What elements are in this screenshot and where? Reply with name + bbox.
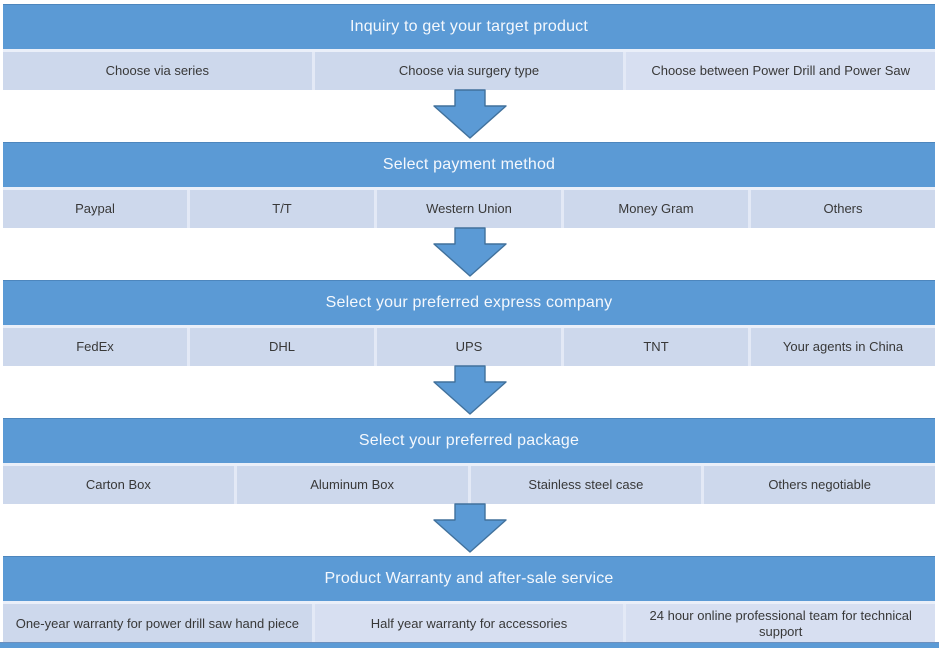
option-cell: T/T: [190, 190, 374, 228]
section-options-row: Paypal T/T Western Union Money Gram Othe…: [3, 187, 935, 228]
flow-connector: [0, 227, 939, 280]
option-cell: DHL: [190, 328, 374, 366]
option-cell: TNT: [564, 328, 748, 366]
section-title: Product Warranty and after-sale service: [3, 556, 935, 601]
option-cell: Choose via surgery type: [314, 52, 624, 90]
flow-connector: [0, 503, 939, 556]
option-cell: Half year warranty for accessories: [314, 604, 624, 644]
option-cell: Others negotiable: [704, 466, 935, 504]
option-cell: Your agents in China: [751, 328, 935, 366]
option-cell: Paypal: [3, 190, 187, 228]
section-options-row: Carton Box Aluminum Box Stainless steel …: [3, 463, 935, 504]
option-cell: 24 hour online professional team for tec…: [626, 604, 936, 644]
section-warranty: Product Warranty and after-sale service …: [3, 556, 936, 644]
option-cell: One-year warranty for power drill saw ha…: [3, 604, 312, 644]
flow-connector: [0, 365, 939, 418]
section-express: Select your preferred express company Fe…: [3, 280, 935, 366]
option-cell: Money Gram: [564, 190, 748, 228]
flow-connector: [0, 89, 939, 142]
section-inquiry: Inquiry to get your target product Choos…: [3, 4, 936, 90]
section-title: Inquiry to get your target product: [3, 4, 935, 49]
section-options-row: FedEx DHL UPS TNT Your agents in China: [3, 325, 935, 366]
down-arrow-icon: [432, 89, 507, 139]
option-cell: Choose between Power Drill and Power Saw: [626, 52, 936, 90]
section-options-row: Choose via series Choose via surgery typ…: [3, 49, 936, 90]
down-arrow-icon: [432, 503, 507, 553]
cropped-next-header-bar: [0, 642, 939, 648]
option-cell: Western Union: [377, 190, 561, 228]
section-title: Select your preferred package: [3, 418, 935, 463]
option-cell: FedEx: [3, 328, 187, 366]
option-cell: Carton Box: [3, 466, 234, 504]
option-cell: Stainless steel case: [470, 466, 702, 504]
option-cell: Choose via series: [3, 52, 312, 90]
down-arrow-icon: [432, 365, 507, 415]
section-package: Select your preferred package Carton Box…: [3, 418, 935, 504]
section-title: Select payment method: [3, 142, 935, 187]
section-payment: Select payment method Paypal T/T Western…: [3, 142, 935, 228]
down-arrow-icon: [432, 227, 507, 277]
option-cell: Aluminum Box: [236, 466, 468, 504]
option-cell: Others: [751, 190, 935, 228]
section-options-row: One-year warranty for power drill saw ha…: [3, 601, 936, 644]
option-cell: UPS: [377, 328, 561, 366]
section-title: Select your preferred express company: [3, 280, 935, 325]
